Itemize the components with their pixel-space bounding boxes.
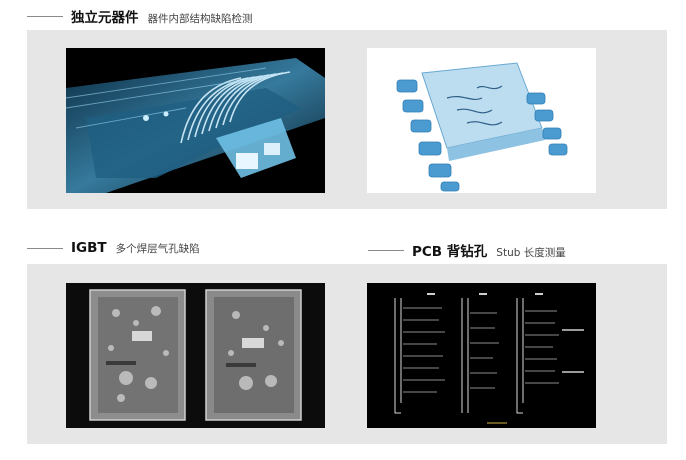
section-title: IGBT: [71, 240, 107, 256]
3d-chip-package-image: [367, 48, 596, 193]
igbt-solder-voids-image: [66, 283, 325, 428]
section-heading-igbt: IGBT 多个焊层气孔缺陷: [27, 240, 200, 256]
section-title: PCB 背钻孔: [412, 244, 488, 260]
components-panel: [27, 30, 667, 209]
heading-rule: [27, 15, 63, 17]
section-heading-pcb: PCB 背钻孔 Stub 长度测量: [368, 240, 566, 260]
section-subtitle: Stub 长度测量: [496, 247, 566, 259]
pcb-backdrill-xray-image: [367, 283, 596, 428]
igbt-pcb-panel: [27, 264, 667, 444]
heading-rule: [27, 247, 63, 249]
section-title: 独立元器件: [71, 10, 139, 26]
xray-wirebond-image: [66, 48, 325, 193]
section-heading-components: 独立元器件 器件内部结构缺陷检测: [27, 6, 253, 26]
section-subtitle: 器件内部结构缺陷检测: [147, 13, 253, 25]
heading-rule: [368, 249, 404, 251]
section-subtitle: 多个焊层气孔缺陷: [115, 243, 200, 255]
